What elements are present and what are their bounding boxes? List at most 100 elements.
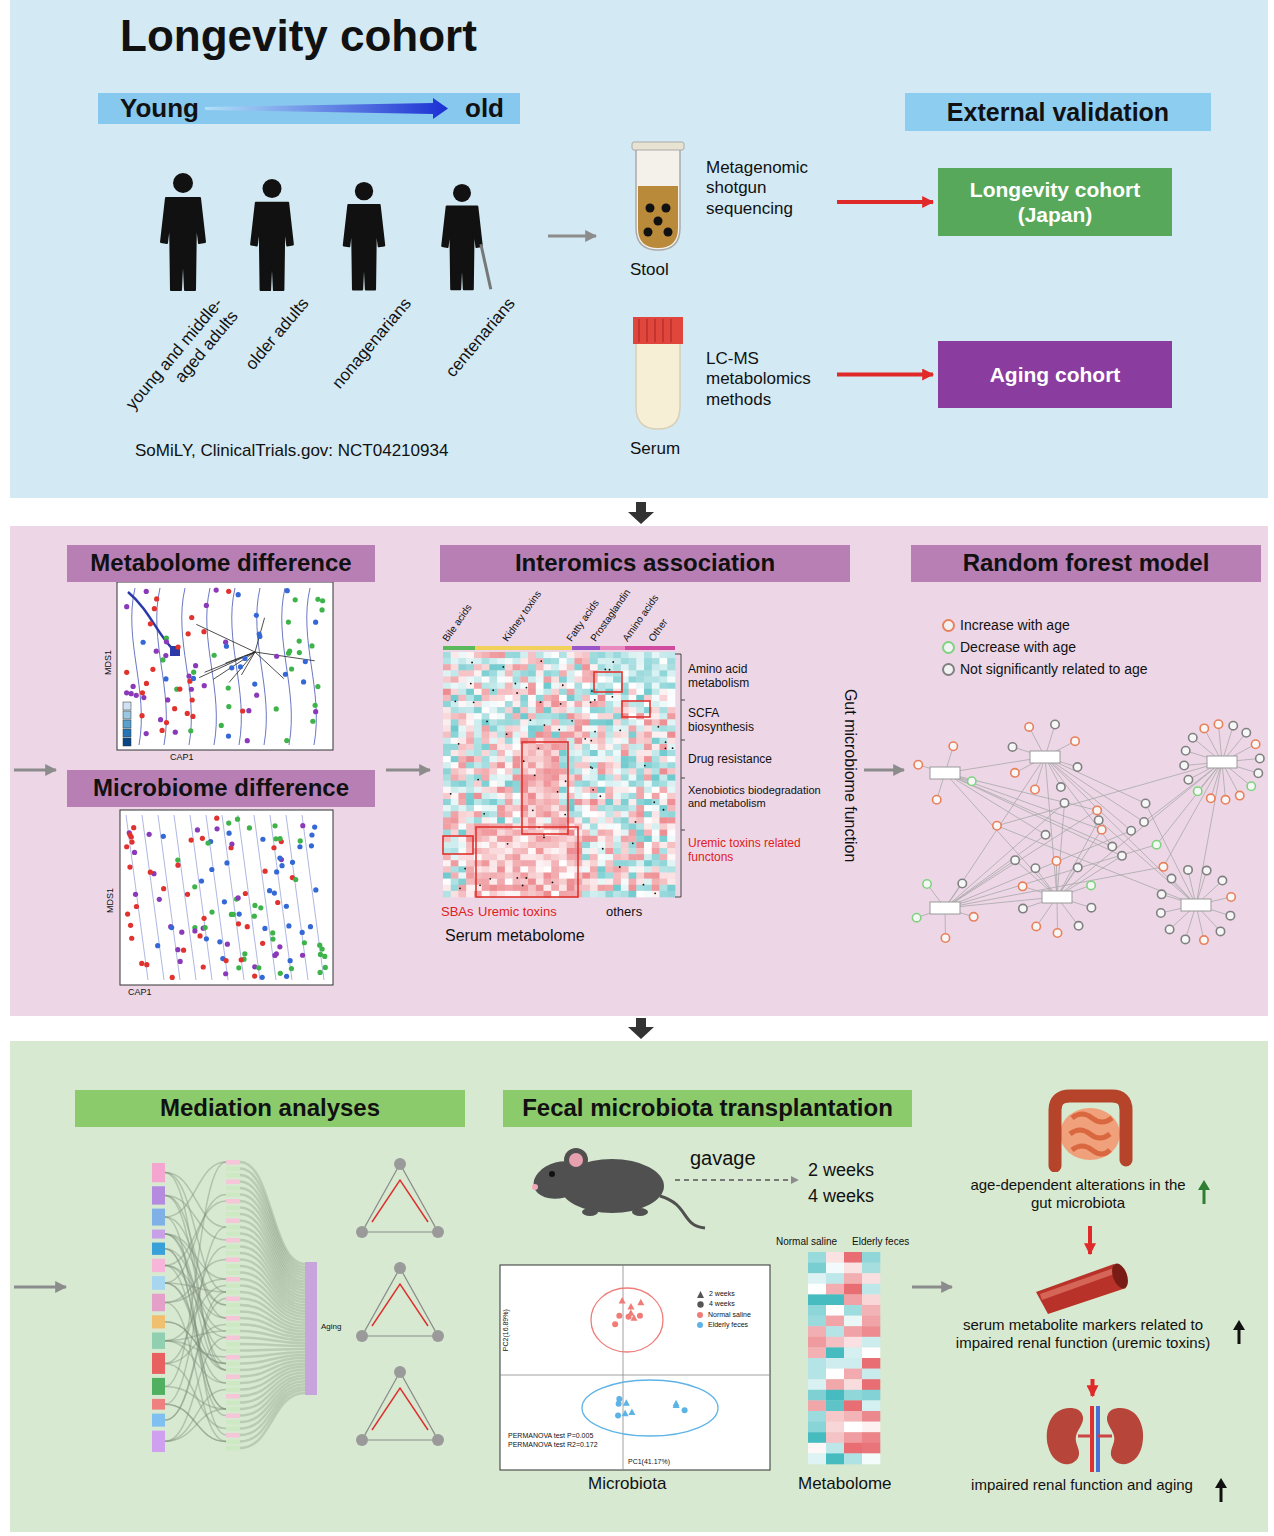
- heatmap-cell: [528, 750, 536, 756]
- mediation-triangle: [362, 1268, 438, 1336]
- heatmap-cell: [482, 860, 490, 866]
- heatmap-cell: [667, 787, 675, 793]
- heatmap-cell: [590, 836, 598, 842]
- heatmap-cell: [536, 658, 544, 664]
- heatmap-cell: [520, 670, 528, 676]
- heatmap-cell: [605, 873, 613, 879]
- heatmap-cell: [621, 775, 629, 781]
- heatmap-cell: [551, 836, 559, 842]
- significance-dot: [459, 887, 461, 889]
- heatmap-cell: [466, 664, 474, 670]
- plot-frame: [117, 582, 333, 750]
- heatmap-cell: [574, 756, 582, 762]
- flow-arrow: [14, 1286, 66, 1289]
- heatmap-cell: [629, 732, 637, 738]
- heatmap-cell: [505, 762, 513, 768]
- heatmap-cell: [559, 866, 567, 872]
- data-point: [300, 953, 305, 958]
- heatmap-cell: [590, 744, 598, 750]
- heatmap-cell: [536, 744, 544, 750]
- heatmap-cell: [636, 805, 644, 811]
- sankey-mid-bar: [226, 1225, 240, 1230]
- heatmap-cell: [621, 658, 629, 664]
- heatmap-cell: [520, 836, 528, 842]
- data-point: [242, 951, 247, 956]
- data-point: [173, 730, 178, 735]
- heatmap-cell: [451, 854, 459, 860]
- heatmap-cell: [652, 793, 660, 799]
- heatmap-cell: [489, 836, 497, 842]
- heatmap-cell: [466, 824, 474, 830]
- heatmap-cell: [598, 775, 606, 781]
- sankey-link: [165, 1292, 226, 1420]
- heatmap-cell: [667, 658, 675, 664]
- heatmap-cell: [844, 1379, 862, 1390]
- heatmap-cell: [644, 732, 652, 738]
- heatmap-cell: [497, 805, 505, 811]
- data-point: [236, 921, 241, 926]
- significance-dot: [560, 703, 562, 705]
- sankey-link: [240, 1349, 305, 1350]
- heatmap-cell: [605, 707, 613, 713]
- data-point: [262, 869, 267, 874]
- network-node: [1097, 825, 1105, 833]
- data-point: [297, 638, 302, 643]
- heatmap-cell: [613, 726, 621, 732]
- heatmap-cell: [489, 670, 497, 676]
- heatmap-cell: [528, 658, 536, 664]
- sankey-mid-bar: [226, 1433, 240, 1438]
- heatmap-cell: [660, 830, 668, 836]
- heatmap-cell: [660, 866, 668, 872]
- sankey-mid-bar: [226, 1297, 240, 1302]
- heatmap-cell: [536, 793, 544, 799]
- heatmap-cell: [660, 842, 668, 848]
- heatmap-cell: [629, 842, 637, 848]
- heatmap-cell: [559, 732, 567, 738]
- heatmap-cell: [590, 866, 598, 872]
- heatmap-cell: [443, 891, 451, 897]
- heatmap-cell: [636, 799, 644, 805]
- data-point: [192, 928, 197, 933]
- sankey-mid-bar: [226, 1245, 240, 1250]
- heatmap-cell: [598, 817, 606, 823]
- mediation-vertex: [394, 1262, 406, 1274]
- heatmap-cell: [567, 707, 575, 713]
- significance-dot: [619, 729, 621, 731]
- heatmap-cell: [443, 732, 451, 738]
- network-node: [1140, 818, 1148, 826]
- significance-dot: [540, 660, 542, 662]
- heatmap-cell: [644, 830, 652, 836]
- heatmap-cell: [466, 713, 474, 719]
- heatmap-cell: [497, 695, 505, 701]
- heatmap-cell: [559, 842, 567, 848]
- heatmap-cell: [613, 787, 621, 793]
- heatmap-cell: [667, 768, 675, 774]
- heatmap-cell: [636, 854, 644, 860]
- heatmap-cell: [644, 805, 652, 811]
- heatmap-cell: [598, 805, 606, 811]
- heatmap-cell: [667, 781, 675, 787]
- heatmap-cell: [513, 664, 521, 670]
- heatmap-cell: [636, 719, 644, 725]
- significance-dot: [653, 801, 655, 803]
- heatmap-cell: [652, 873, 660, 879]
- heatmap-cell: [621, 768, 629, 774]
- heatmap-cell: [636, 891, 644, 897]
- heatmap-cell: [458, 719, 466, 725]
- heatmap-cell: [605, 756, 613, 762]
- heatmap-cell: [559, 817, 567, 823]
- heatmap-cell: [613, 707, 621, 713]
- sankey-link: [240, 1393, 305, 1448]
- significance-dot: [479, 884, 481, 886]
- heatmap-cell: [826, 1337, 844, 1348]
- sankey-bar: [152, 1414, 165, 1427]
- data-point: [217, 939, 222, 944]
- significance-dot: [473, 701, 475, 703]
- heatmap-cell: [605, 664, 613, 670]
- heatmap-cell: [636, 848, 644, 854]
- heatmap-cell: [513, 787, 521, 793]
- heatmap-cell: [660, 658, 668, 664]
- heatmap-cell: [505, 768, 513, 774]
- heatmap-cell: [559, 775, 567, 781]
- data-point: [189, 687, 194, 692]
